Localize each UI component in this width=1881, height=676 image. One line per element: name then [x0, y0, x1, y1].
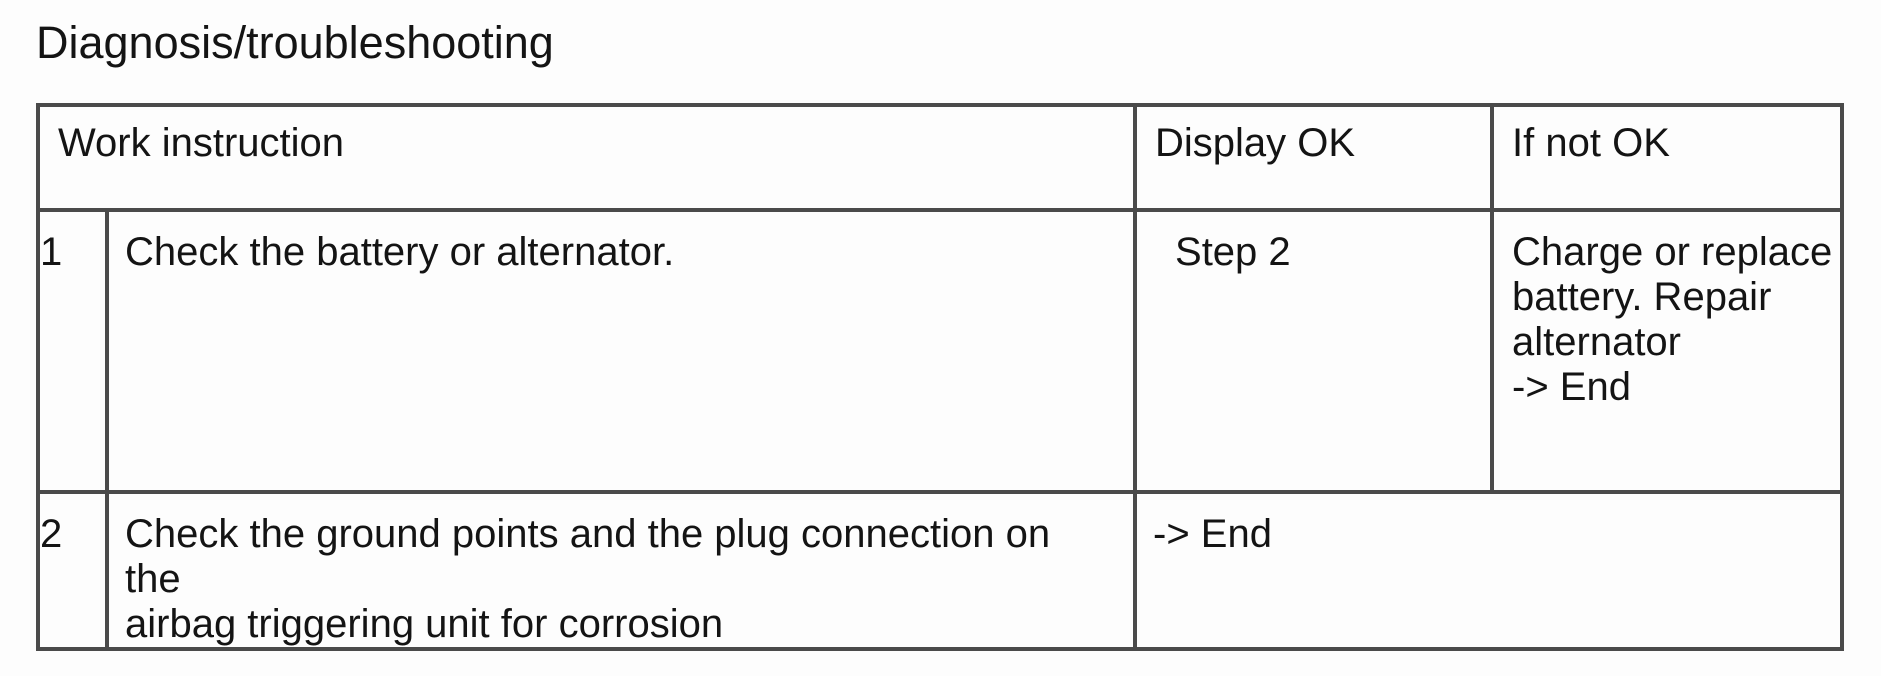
page-title: Diagnosis/troubleshooting: [36, 17, 554, 68]
work-instruction-cell: Check the battery or alternator.: [104, 208, 1138, 494]
if-not-ok-end-pointer: -> End: [1512, 365, 1631, 409]
display-ok-end-pointer-cell: -> End: [1133, 490, 1845, 651]
column-header-work-instruction: Work instruction: [35, 103, 1138, 212]
column-header-if-not-ok: If not OK: [1490, 103, 1845, 212]
step-number-cell: 2: [36, 490, 109, 651]
table-row-step-1: 1 Check the battery or alternator. Step …: [36, 208, 1845, 494]
work-instruction-cell: Check the ground points and the plug con…: [104, 490, 1138, 651]
if-not-ok-text: Charge or replace battery. Repair altern…: [1512, 230, 1833, 364]
diagnosis-table: Work instruction Display OK If not OK 1 …: [35, 103, 1845, 651]
table-row-step-2: 2 Check the ground points and the plug c…: [36, 490, 1845, 651]
table-header-row: Work instruction Display OK If not OK: [35, 103, 1845, 212]
step-number-cell: 1: [36, 208, 109, 494]
column-header-display-ok: Display OK: [1133, 103, 1495, 212]
if-not-ok-cell: Charge or replace battery. Repair altern…: [1490, 208, 1845, 494]
display-ok-cell: Step 2: [1133, 208, 1495, 494]
